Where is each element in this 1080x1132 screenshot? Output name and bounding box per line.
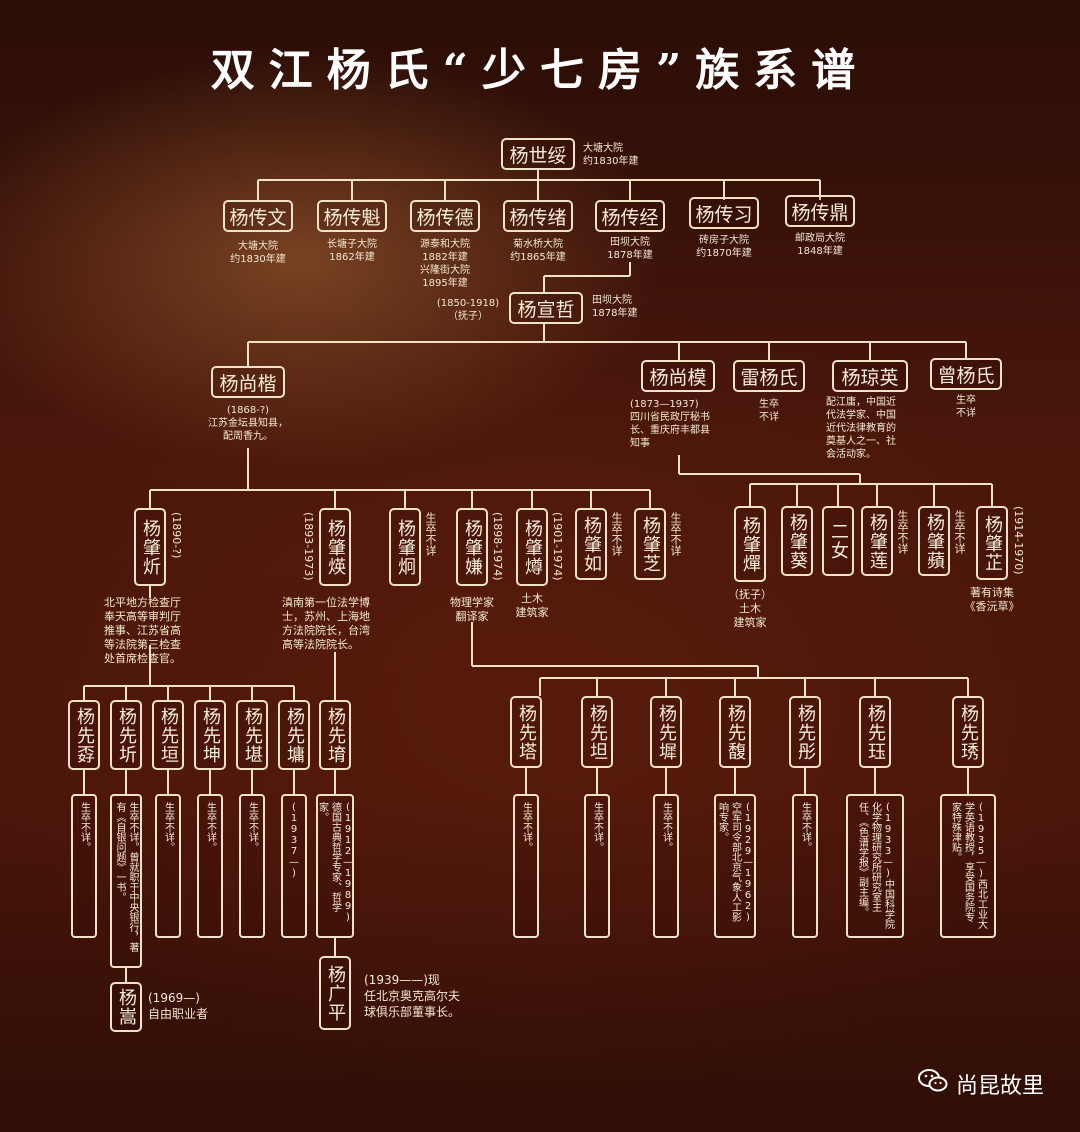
person-note: 菊水桥大院 约1865年建 [510,239,566,263]
person-note: 物理学家 翻译家 [450,596,494,623]
person-gen2: 杨传魁 [317,200,387,232]
person-gen6: 杨先塔 [510,696,542,768]
person-note: (1868-?) 江苏金坛县知县， 配周香九。 [208,405,288,442]
person-life: 生卒不详 [669,512,682,556]
watermark-text: 尚昆故里 [955,1074,1044,1099]
person-note: (1939——)现 任北京奥克高尔夫 球俱乐部董事长。 [364,973,461,1019]
person-detail: 生卒不详。 [653,794,679,938]
person-note: 大塘大院 约1830年建 [230,241,286,265]
person-gen6: 杨先圻 [110,700,142,770]
person-detail: (1912—1989)德国古典哲学专家、哲学家。 [316,794,354,938]
person-gen5: 杨肇嫌 [456,508,488,586]
person-gen5: 杨肇燀 [734,506,766,582]
watermark: 尚昆故里 [917,1068,1044,1100]
person-gen4: 杨琼英 [832,360,908,392]
person-note: 滇南第一位法学博 士，苏州、上海地 方法院院长，台湾 高等法院院长。 [282,596,370,651]
person-note: （抚子） 土木 建筑家 [728,588,772,629]
person-gen6: 杨先彤 [789,696,821,768]
person-gen6: 杨先琇 [952,696,984,768]
person-note: 配江庸，中国近 代法学家、中国 近代法律教育的 奠基人之一、社 会活动家。 [826,397,896,460]
person-gen6: 杨先堪 [236,700,268,770]
person-gen6: 杨先堉 [319,700,351,770]
person-gen5: 杨肇炯 [389,508,421,586]
person-gen6: 杨先墀 [650,696,682,768]
person-gen4: 杨尚楷 [211,366,285,398]
person-gen4: 杨尚模 [641,360,715,392]
person-gen6: 杨先垣 [152,700,184,770]
person-gen2: 杨传文 [223,200,293,232]
person-gen6: 杨先墉 [278,700,310,770]
person-detail: (1935—)西北工业大学英语教授，享受国务院专家特殊津贴。 [940,794,996,938]
person-gen4: 雷杨氏 [733,360,805,392]
person-gen5: 杨肇芝 [634,508,666,580]
page-title: 双江杨氏“少七房”族系谱 [210,45,870,96]
person-gen2: 杨传德 [410,200,480,232]
person-note: 著有诗集 《香沅草》 [964,586,1020,613]
person-detail: 生卒不详。 [792,794,818,938]
person-life: (1914-1970) [1012,506,1025,575]
person-gen2: 杨传绪 [503,200,573,232]
person-gen7: 杨嵩 [110,982,142,1032]
person-gen5: 杨肇芷 [976,506,1008,580]
person-yang-xuanzhe: 杨宣哲 [509,292,583,324]
person-gen5: 杨肇葵 [781,506,813,576]
person-gen6: 杨先珏 [859,696,891,768]
person-gen5: 杨肇如 [575,508,607,580]
person-detail: (1933—)中国科学院化学物理研究所研究室主任、《色谱学报》副主编。 [846,794,904,938]
person-note: 砖房子大院 约1870年建 [696,235,752,259]
person-life: 生卒不详 [896,510,909,554]
person-life: 生卒不详 [424,512,437,556]
person-detail: (1929—1962)空军司令部北京气象人工影响专家。 [714,794,756,938]
person-note: 北平地方检查厅 奉天高等审判厅 推事、江苏省高 等法院第三检查 处首席检查官。 [104,596,181,665]
person-gen2: 杨传鼎 [785,195,855,227]
wechat-icon [917,1068,948,1100]
person-gen2: 杨传经 [595,200,665,232]
person-note: 生卒 不详 [759,399,779,423]
person-gen5: 杨肇莲 [861,506,893,576]
person-gen6: 杨先坦 [581,696,613,768]
person-note: 长塘子大院 1862年建 [327,239,377,263]
person-life: (1850-1918) （抚子） [436,298,500,322]
person-detail: 生卒不详。 [239,794,265,938]
person-gen2: 杨传习 [689,197,759,229]
person-detail: 生卒不详。 [513,794,539,938]
person-note: 生卒 不详 [956,395,976,419]
person-life: 生卒不详 [610,512,623,556]
person-gen5: 杨肇煐 [319,508,351,586]
person-note: 邮政局大院 1848年建 [795,233,845,257]
person-gen5: 杨肇燇 [516,508,548,586]
person-note: 源泰和大院 1882年建 兴隆街大院 1895年建 [420,239,470,289]
person-note: (1969—) 自由职业者 [148,991,209,1021]
person-life: (1890-?) [170,512,183,559]
person-gen5: 二女 [822,506,854,576]
person-detail: 生卒不详。 [71,794,97,938]
person-detail: 生卒不详。曾就职于中央银行，著有《自银问题》一书。 [110,794,142,968]
person-yang-shisui: 杨世绥 [501,138,575,170]
person-detail: 生卒不详。 [197,794,223,938]
person-gen5: 杨肇蘋 [918,506,950,576]
person-note: 田坝大院 1878年建 [592,295,638,319]
person-gen6: 杨先馥 [719,696,751,768]
person-gen7: 杨广平 [319,956,351,1030]
person-gen4: 曾杨氏 [930,358,1002,390]
person-note: (1873—1937) 四川省民政厅秘书 长、重庆府丰都县 知事 [630,399,710,449]
person-detail: 生卒不详。 [584,794,610,938]
person-life: (1898-1974) [491,512,504,581]
person-detail: 生卒不详。 [155,794,181,938]
person-detail: (1937—) [281,794,307,938]
person-gen5: 杨肇炘 [134,508,166,586]
person-note: 大塘大院 约1830年建 [583,143,639,167]
person-gen6: 杨先孬 [68,700,100,770]
person-life: 生卒不详 [953,510,966,554]
person-note: 田坝大院 1878年建 [607,237,653,261]
person-life: (1893-1973) [302,512,315,581]
person-gen6: 杨先坤 [194,700,226,770]
person-life: (1901-1974) [551,512,564,581]
person-note: 土木 建筑家 [515,592,549,619]
